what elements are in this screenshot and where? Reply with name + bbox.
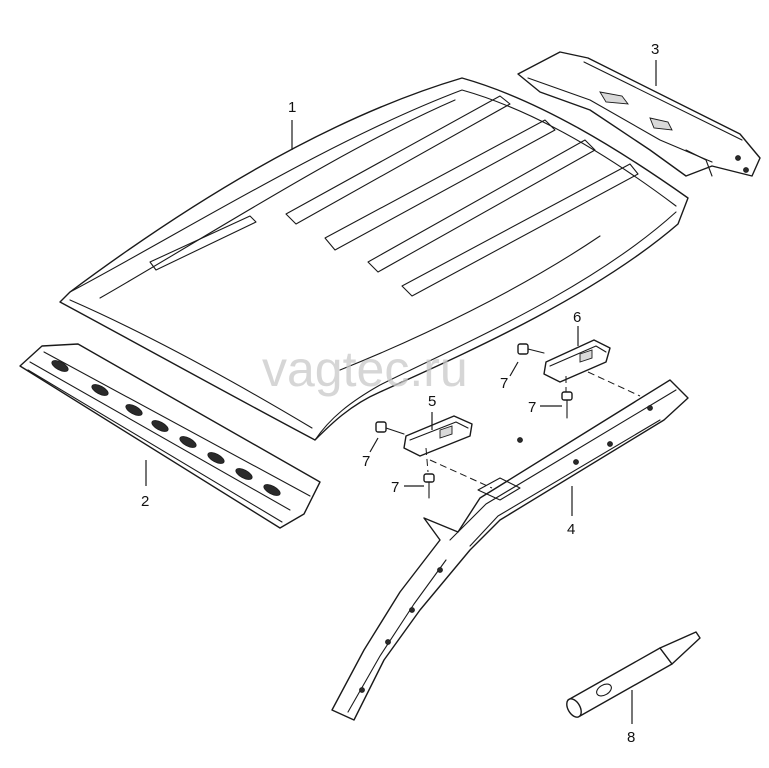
callout-5: 5 (428, 393, 436, 410)
bolt-upper-left[interactable] (517, 343, 545, 355)
bolt-upper-right[interactable] (561, 391, 573, 419)
bolt-lower-left[interactable] (375, 421, 405, 435)
callout-6: 6 (573, 309, 581, 326)
callout-7-upper-right: 7 (528, 399, 536, 416)
callout-7-lower-right: 7 (391, 479, 399, 496)
roof-panel[interactable] (59, 77, 689, 441)
bolt-lower-right[interactable] (423, 473, 435, 499)
callout-7-lower-left: 7 (362, 453, 370, 470)
callout-2: 2 (141, 493, 149, 510)
rear-cross-member[interactable] (517, 51, 761, 177)
leader-lines (145, 60, 657, 724)
rail-holes (359, 405, 653, 693)
watermark: vagtec.ru (262, 341, 468, 397)
callout-7-upper-left: 7 (500, 375, 508, 392)
bracket-5[interactable] (403, 415, 473, 457)
callout-4: 4 (567, 521, 575, 538)
callout-1: 1 (288, 99, 296, 116)
bracket-6[interactable] (543, 339, 611, 383)
side-frame-rail[interactable] (331, 379, 689, 721)
cross-member-slots (51, 360, 281, 496)
sealant-tube[interactable] (564, 631, 701, 720)
assembly-lines (425, 371, 641, 489)
front-cross-member[interactable] (19, 343, 321, 529)
callout-3: 3 (651, 41, 659, 58)
callout-8: 8 (627, 729, 635, 746)
